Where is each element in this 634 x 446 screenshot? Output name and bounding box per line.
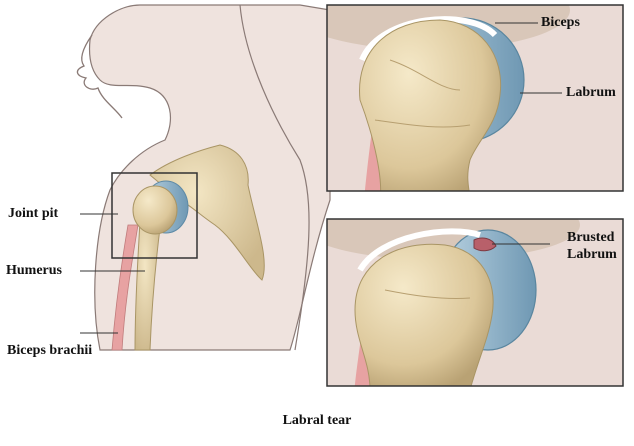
label-labrum-torn: Labrum (567, 247, 617, 263)
torso-illustration (77, 5, 330, 350)
label-biceps-brachii: Biceps brachii (7, 343, 92, 359)
label-joint-pit: Joint pit (8, 206, 58, 222)
label-brusted: Brusted (567, 230, 614, 246)
label-labrum: Labrum (566, 85, 616, 101)
humeral-head (133, 186, 177, 234)
bottom-detail-panel (300, 190, 623, 395)
figure-caption: Labral tear (0, 413, 634, 429)
label-humerus: Humerus (6, 263, 62, 279)
label-biceps: Biceps (541, 15, 580, 31)
humeral-head-bottom (355, 244, 493, 390)
